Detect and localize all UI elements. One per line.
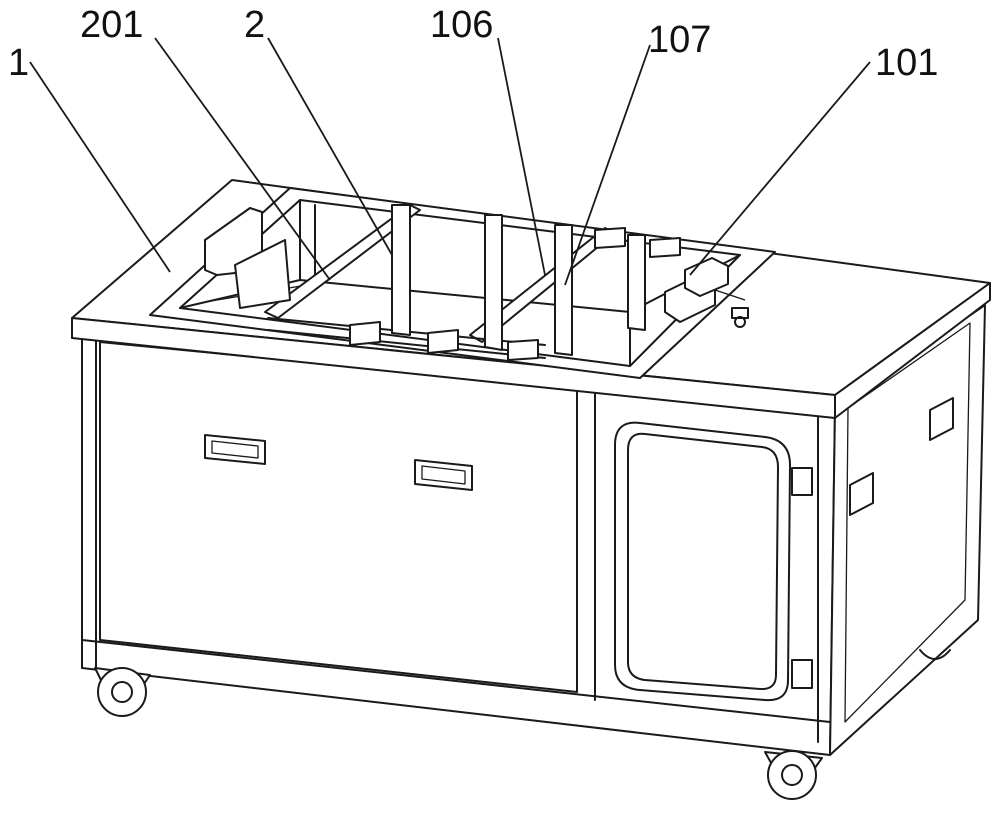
frame-rods [204, 204, 681, 361]
leader-lines [29, 37, 871, 286]
label-201: 201 [80, 4, 143, 46]
leader-201 [154, 37, 331, 281]
label-1: 1 [8, 42, 29, 84]
handles [204, 397, 954, 516]
valve-assembly [664, 257, 749, 328]
leader-101 [689, 61, 871, 276]
leader-107 [564, 44, 651, 286]
reference-labels: 1 201 2 106 107 101 [8, 4, 938, 84]
access-door [614, 421, 813, 702]
label-106: 106 [430, 4, 493, 46]
casters [94, 649, 951, 800]
label-2: 2 [244, 4, 265, 46]
leader-106 [497, 37, 546, 276]
label-107: 107 [648, 19, 711, 61]
leader-2 [267, 37, 393, 256]
label-101: 101 [875, 42, 938, 84]
leader-1 [29, 61, 171, 273]
